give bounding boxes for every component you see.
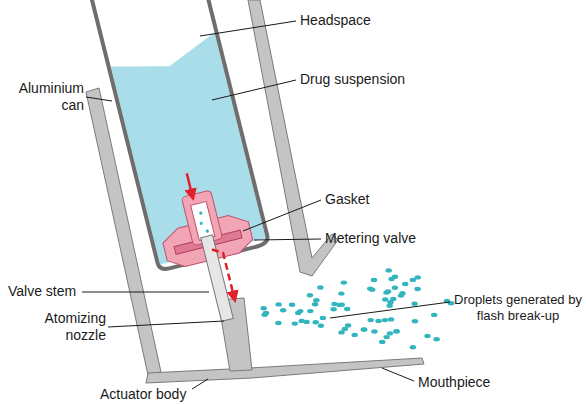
droplet — [313, 298, 319, 302]
droplet — [393, 329, 399, 333]
droplet — [307, 309, 313, 313]
droplet — [410, 345, 416, 349]
can-wall — [87, 0, 269, 271]
droplet — [382, 297, 388, 301]
droplet — [261, 306, 267, 310]
droplet — [320, 316, 326, 320]
droplet — [303, 320, 309, 324]
droplet — [424, 334, 430, 338]
droplet — [313, 320, 319, 324]
droplet — [392, 286, 398, 290]
droplet — [361, 327, 367, 331]
droplet — [338, 330, 344, 334]
droplet — [385, 289, 391, 293]
flow-arrow — [212, 247, 235, 303]
droplet — [292, 321, 298, 325]
droplet-spray — [261, 268, 455, 349]
droplet — [275, 321, 281, 325]
droplet — [295, 311, 301, 315]
droplet — [367, 286, 373, 290]
droplet — [280, 308, 286, 312]
droplet — [341, 280, 347, 284]
droplet — [383, 335, 389, 339]
droplet — [338, 291, 344, 295]
droplet — [398, 293, 404, 297]
droplet — [330, 307, 336, 311]
canister — [87, 0, 284, 333]
droplet — [368, 318, 374, 322]
droplet — [387, 331, 393, 335]
droplet — [393, 329, 399, 333]
droplet — [386, 268, 392, 272]
droplet — [382, 318, 388, 322]
droplet — [411, 302, 417, 306]
droplet — [414, 287, 420, 291]
droplet — [371, 329, 377, 333]
part-label: Headspace — [300, 12, 371, 29]
droplet — [318, 324, 324, 328]
part-label: Metering valve — [325, 230, 416, 247]
droplet — [275, 302, 281, 306]
droplet — [375, 319, 381, 323]
flow-arrow — [187, 173, 193, 198]
part-label: Atomizing nozzle — [20, 310, 106, 344]
droplet — [412, 319, 418, 323]
droplet — [262, 313, 268, 317]
droplet — [352, 333, 358, 337]
droplet — [431, 313, 437, 317]
part-label: Aluminium can — [14, 80, 84, 114]
part-label: Mouthpiece — [418, 374, 490, 391]
droplet — [361, 327, 367, 331]
droplet — [317, 285, 323, 289]
droplet — [433, 337, 439, 341]
droplet — [371, 278, 377, 282]
droplet — [345, 323, 351, 327]
leader-lines — [82, 21, 450, 389]
part-label: Drug suspension — [300, 71, 405, 88]
droplet — [388, 317, 394, 321]
droplet — [379, 340, 385, 344]
droplet — [312, 302, 318, 306]
part-label: Valve stem — [8, 283, 76, 300]
part-label: Droplets generated by flash break-up — [454, 292, 582, 323]
part-label: Actuator body — [100, 386, 186, 403]
part-label: Gasket — [325, 191, 369, 208]
droplet — [415, 275, 421, 279]
droplet — [289, 303, 295, 307]
droplet — [344, 307, 350, 311]
droplet — [402, 282, 408, 286]
droplet — [387, 300, 393, 304]
droplet — [307, 293, 313, 297]
chamber-core — [191, 201, 215, 240]
droplet — [388, 277, 394, 281]
actuator-base — [146, 358, 424, 383]
droplet — [337, 303, 343, 307]
